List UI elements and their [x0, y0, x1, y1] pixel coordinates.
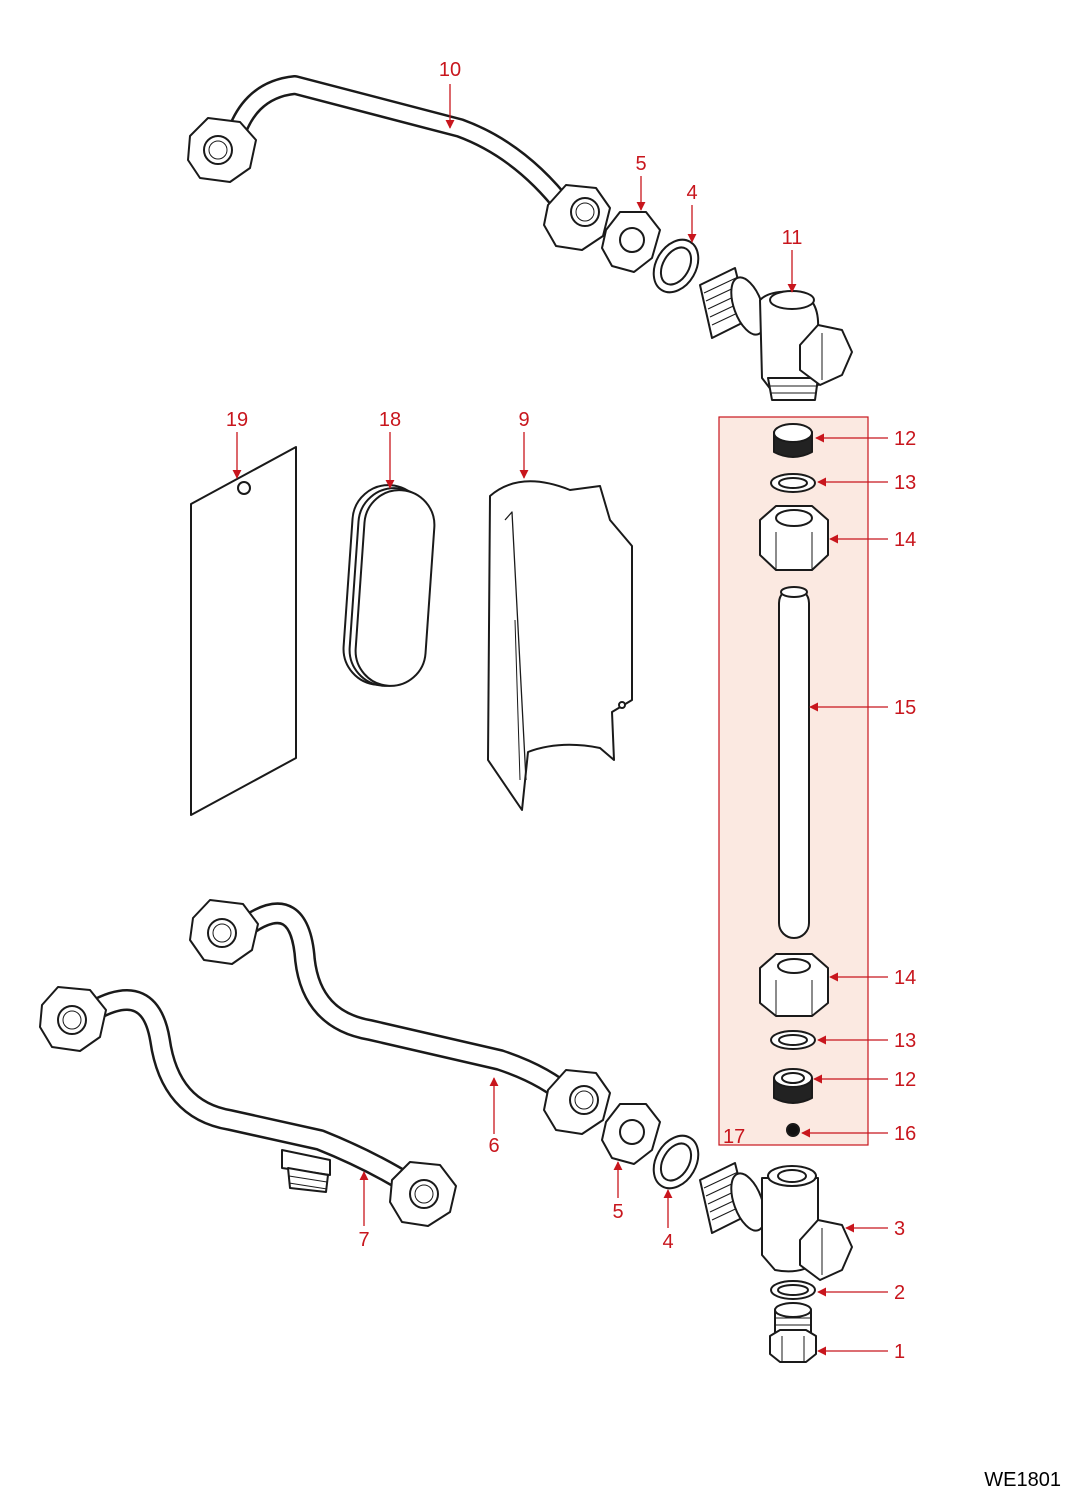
callout-4-upper: 4 — [686, 182, 697, 204]
callout-13-lower: 13 — [894, 1030, 916, 1052]
callout-12-lower: 12 — [894, 1069, 916, 1091]
ring-lower-part-13 — [770, 1030, 816, 1050]
cap-upper-part-12 — [773, 423, 813, 458]
callout-6: 6 — [488, 1135, 499, 1157]
washer-part-2 — [770, 1280, 816, 1300]
callout-11: 11 — [782, 227, 803, 249]
drawing-code: WE1801 — [984, 1469, 1061, 1491]
plug-part-1 — [769, 1302, 817, 1363]
callout-3: 3 — [894, 1218, 905, 1240]
lock-nut-upper-part-5 — [601, 211, 661, 273]
callout-10: 10 — [439, 59, 461, 81]
ring-upper-part-13 — [770, 473, 816, 493]
callout-5-lower: 5 — [612, 1201, 623, 1223]
callout-1: 1 — [894, 1341, 905, 1363]
callout-16: 16 — [894, 1123, 916, 1145]
callout-15: 15 — [894, 697, 916, 719]
pipe-middle-part-6 — [189, 899, 611, 1135]
callout-14-lower: 14 — [894, 967, 916, 989]
pipe-lower-part-7 — [39, 986, 457, 1227]
nut-lower-part-14 — [759, 953, 829, 1017]
nut-upper-part-14 — [759, 505, 829, 571]
oval-gasket-part-18 — [342, 484, 436, 687]
shield-part-9 — [487, 480, 633, 811]
leader-lines — [232, 84, 888, 1356]
callout-18: 18 — [379, 409, 401, 431]
pipe-upper-part-10 — [187, 75, 611, 251]
callout-9: 9 — [518, 409, 529, 431]
tee-fitting-lower-part-3 — [699, 1162, 853, 1281]
callout-12-upper: 12 — [894, 428, 916, 450]
ball-part-16 — [786, 1123, 800, 1137]
callout-4-lower: 4 — [662, 1231, 673, 1253]
lock-nut-lower-part-5 — [601, 1103, 661, 1165]
callout-14-upper: 14 — [894, 529, 916, 551]
washer-lower-part-4 — [652, 1134, 700, 1190]
callout-2: 2 — [894, 1282, 905, 1304]
callout-7: 7 — [358, 1229, 369, 1251]
glass-tube-part-15 — [778, 586, 810, 939]
callout-19: 19 — [226, 409, 248, 431]
callout-13-upper: 13 — [894, 472, 916, 494]
kit-label-17: 17 — [723, 1126, 745, 1148]
gasket-sheet-part-19 — [190, 446, 297, 816]
tee-fitting-upper-part-11 — [699, 267, 853, 401]
cap-lower-part-12 — [773, 1068, 813, 1104]
callout-5-upper: 5 — [635, 153, 646, 175]
